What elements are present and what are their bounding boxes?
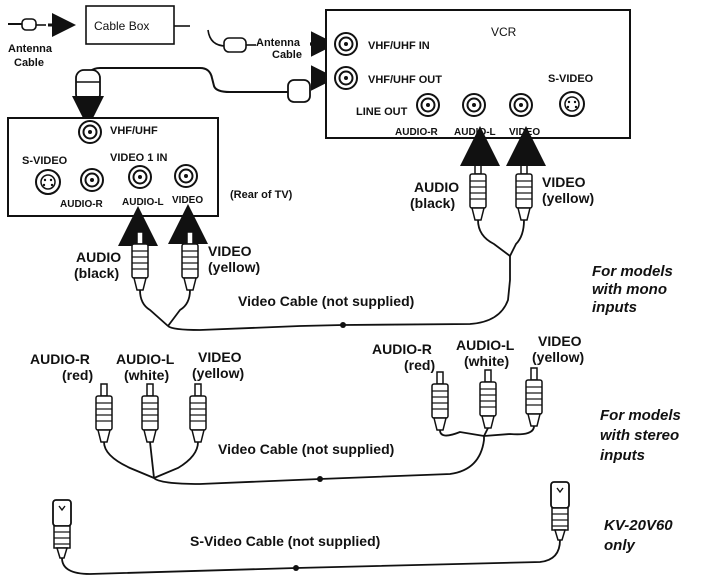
stereo-left-audio-r-label: AUDIO-R: [30, 351, 90, 367]
stereo-side-note-3: inputs: [600, 447, 645, 464]
stereo-right-audio-r-plug-icon: [431, 371, 449, 431]
svideo-model-note-1: KV-20V60: [604, 517, 673, 534]
cable-box-label: Cable Box: [94, 19, 149, 33]
stereo-right-audio-l-label: AUDIO-L: [456, 337, 515, 353]
mono-tv-audio-label: AUDIO: [76, 249, 121, 265]
mono-vcr-video-plug-icon: [515, 161, 533, 221]
tv-vhf-uhf-jack-icon: [78, 120, 102, 144]
coax-plug-icon: [75, 69, 311, 103]
mono-tv-video-color: (yellow): [208, 259, 260, 275]
antenna-cable-connector-icon: [8, 13, 76, 37]
tv-audio-l-label: AUDIO-L: [122, 197, 164, 208]
antenna-cable-label: Antenna: [8, 43, 53, 55]
stereo-right-audio-l-color: (white): [464, 353, 509, 369]
tv-vhf-uhf-label: VHF/UHF: [110, 125, 158, 137]
tv-s-video-jack-icon: [35, 169, 61, 195]
stereo-left-video-color: (yellow): [192, 365, 244, 381]
stereo-right-video-color: (yellow): [532, 349, 584, 365]
vcr-video-jack-icon: [509, 93, 533, 117]
svideo-right-plug-icon: [550, 481, 570, 541]
vcr-audio-r-jack-icon: [416, 93, 440, 117]
mono-cable-label: Video Cable (not supplied): [238, 293, 414, 309]
stereo-side-note-1: For models: [600, 407, 681, 424]
tv-video-label: VIDEO: [172, 195, 203, 206]
vcr-audio-r-label: AUDIO-R: [395, 127, 439, 138]
stereo-left-audio-r-plug-icon: [95, 383, 113, 443]
mono-vcr-audio-plug-icon: [469, 161, 487, 221]
stereo-side-note-2: with stereo: [600, 427, 679, 444]
stereo-right-audio-r-label: AUDIO-R: [372, 341, 432, 357]
svideo-left-plug-icon: [52, 499, 72, 559]
vcr-s-video-jack-icon: [559, 91, 585, 117]
tv-s-video-label: S-VIDEO: [22, 155, 68, 167]
mono-vcr-video-color: (yellow): [542, 190, 594, 206]
vcr-title: VCR: [491, 25, 517, 39]
mono-side-note-2: with mono: [592, 281, 667, 298]
antenna-cable-label-2: Cable: [14, 57, 44, 69]
stereo-left-video-plug-icon: [189, 383, 207, 443]
stereo-left-video-label: VIDEO: [198, 349, 242, 365]
vcr-audio-l-jack-icon: [462, 93, 486, 117]
tv-audio-r-label: AUDIO-R: [60, 199, 104, 210]
antenna-cable-2-label-2: Cable: [272, 49, 302, 61]
stereo-right-audio-r-color: (red): [404, 357, 435, 373]
mono-side-note-3: inputs: [592, 299, 637, 316]
mono-vcr-video-label: VIDEO: [542, 174, 586, 190]
vcr-line-out-label: LINE OUT: [356, 106, 408, 118]
vcr-s-video-label: S-VIDEO: [548, 73, 594, 85]
antenna-cable-2-label: Antenna: [256, 37, 301, 49]
mono-tv-video-label: VIDEO: [208, 243, 252, 259]
tv-video1-in-label: VIDEO 1 IN: [110, 152, 168, 164]
tv-video-jack-icon: [174, 164, 198, 188]
vhf-out-jack-icon: [334, 66, 358, 90]
stereo-left-audio-l-plug-icon: [141, 383, 159, 443]
stereo-right-audio-l-plug-icon: [479, 369, 497, 429]
mono-tv-audio-color: (black): [74, 265, 119, 281]
vcr-audio-l-label: AUDIO-L: [454, 127, 496, 138]
stereo-right-video-label: VIDEO: [538, 333, 582, 349]
svideo-model-note-2: only: [604, 537, 635, 554]
tv-audio-r-jack-icon: [80, 168, 104, 192]
mono-tv-video-plug-icon: [181, 231, 199, 291]
mono-side-note-1: For models: [592, 263, 673, 280]
mono-vcr-audio-label: AUDIO: [414, 179, 459, 195]
vcr-vhf-out-label: VHF/UHF OUT: [368, 74, 442, 86]
svideo-cable-label: S-Video Cable (not supplied): [190, 533, 380, 549]
stereo-cable-label: Video Cable (not supplied): [218, 441, 394, 457]
cable-box: [85, 5, 175, 45]
vcr-vhf-in-label: VHF/UHF IN: [368, 40, 430, 52]
stereo-left-audio-l-color: (white): [124, 367, 169, 383]
vhf-in-jack-icon: [334, 32, 358, 56]
stereo-left-audio-l-label: AUDIO-L: [116, 351, 175, 367]
tv-rear-label: (Rear of TV): [230, 189, 293, 201]
stereo-left-audio-r-color: (red): [62, 367, 93, 383]
stereo-right-video-plug-icon: [525, 367, 543, 427]
mono-vcr-audio-color: (black): [410, 195, 455, 211]
mono-tv-audio-plug-icon: [131, 231, 149, 291]
tv-audio-l-jack-icon: [128, 165, 152, 189]
antenna-cable-connector-icon: [207, 29, 256, 53]
